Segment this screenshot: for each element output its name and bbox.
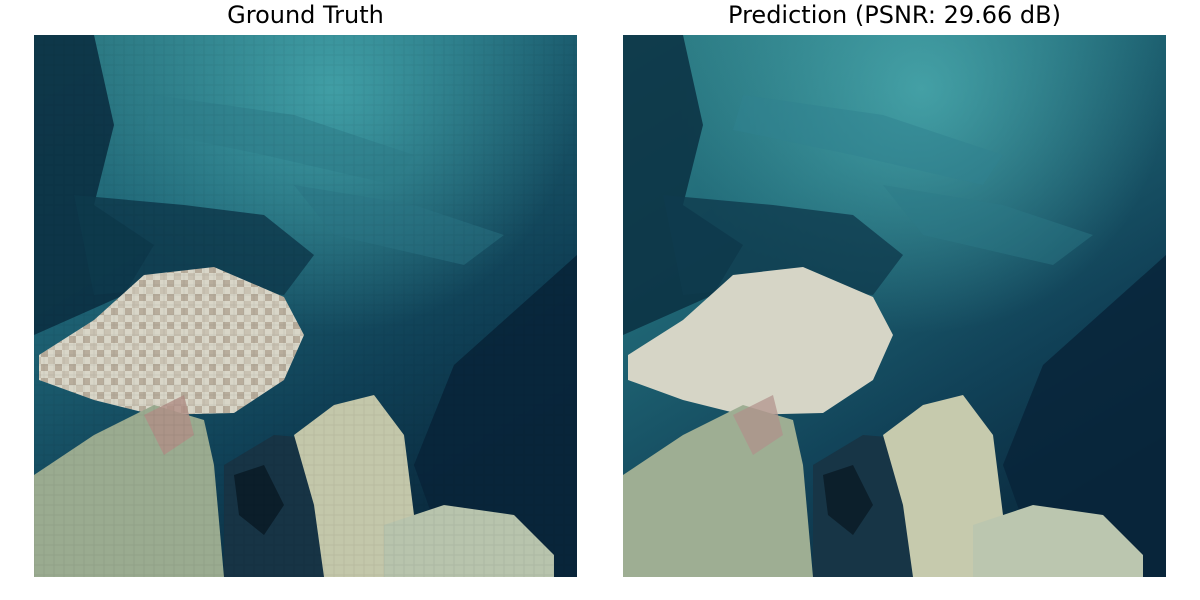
prediction-title: Prediction (PSNR: 29.66 dB) [728,1,1061,29]
prediction-image [623,35,1166,577]
ground-truth-title: Ground Truth [227,1,384,29]
ground-truth-image [34,35,577,577]
